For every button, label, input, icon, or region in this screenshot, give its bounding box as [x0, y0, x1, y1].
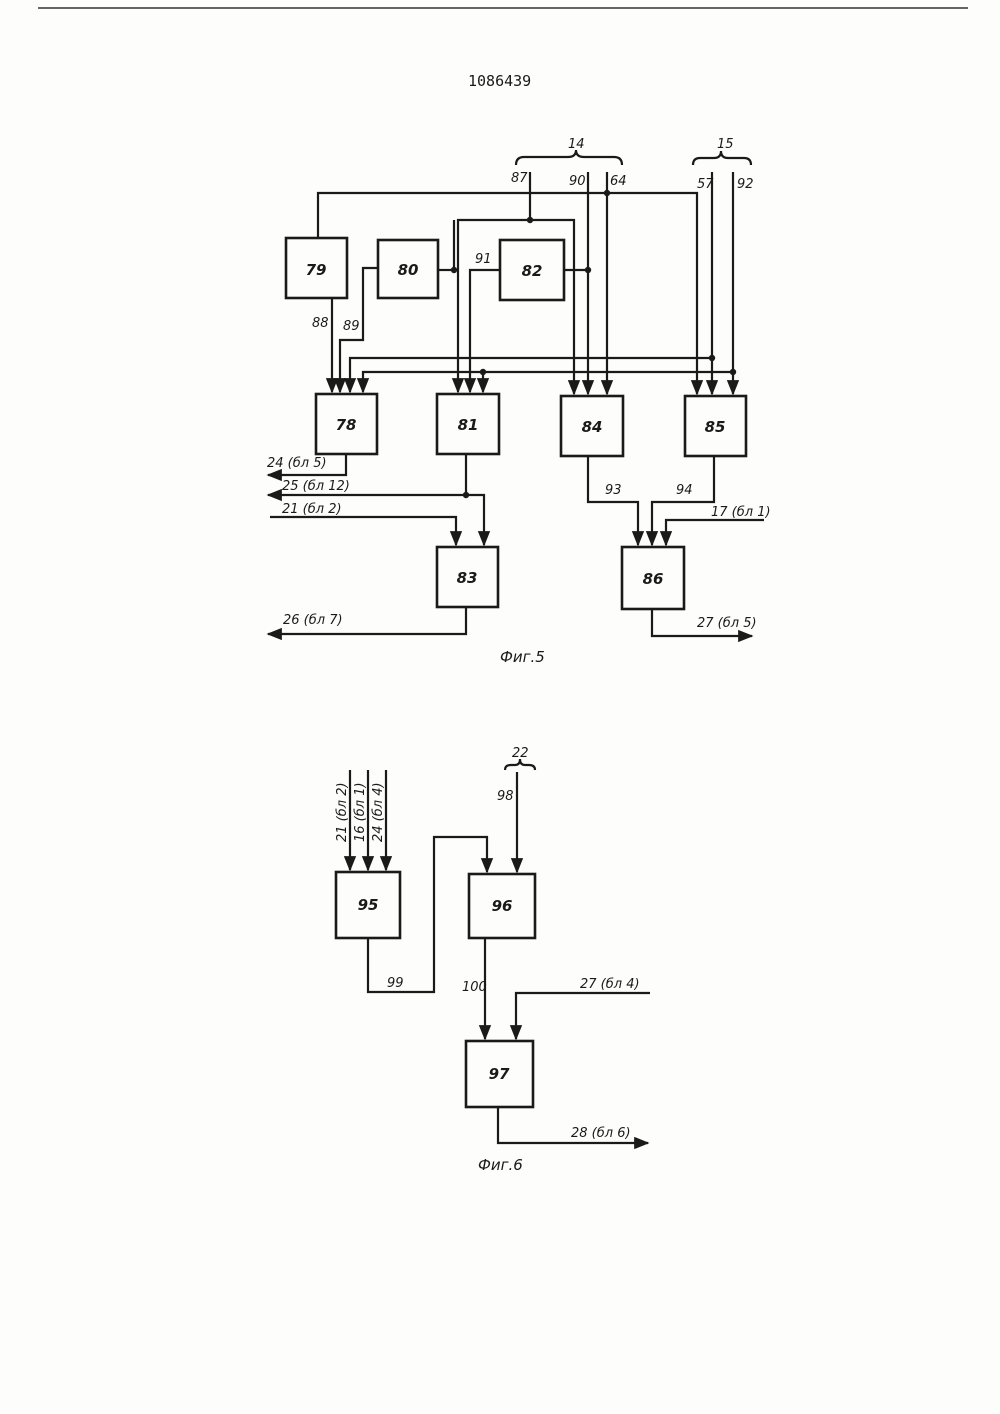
signal-89-label: 89: [343, 319, 360, 334]
input-21-label: 21 (бл 2): [335, 782, 350, 842]
wire-93: [588, 456, 638, 545]
figure-5-caption: Фиг.5: [500, 648, 545, 666]
block-78-label: 78: [336, 416, 357, 434]
input-17-label: 17 (бл 1): [711, 505, 771, 520]
output-26-label: 26 (бл 7): [283, 613, 343, 628]
block-95-label: 95: [358, 896, 379, 914]
output-28-label: 28 (бл 6): [571, 1126, 631, 1141]
signal-100-label: 100: [462, 980, 487, 995]
wire-27-in: [516, 993, 650, 1039]
figure-6: 22 95 96 97 21 (бл 2) 16 (бл 1) 24 (бл 4…: [335, 746, 650, 1174]
output-25-label: 25 (бл 12): [282, 479, 350, 494]
input-21-label: 21 (бл 2): [282, 502, 342, 517]
signal-90-label: 90: [569, 174, 586, 189]
block-97-label: 97: [489, 1065, 510, 1083]
block-83-label: 83: [457, 569, 478, 587]
wire-92-to-78: [363, 372, 733, 392]
bus-15-brace: [693, 151, 751, 165]
bus-14-label: 14: [568, 137, 585, 152]
wire-87-to-81: [458, 220, 530, 392]
block-79-label: 79: [306, 261, 327, 279]
signal-94-label: 94: [676, 483, 693, 498]
wire-81-to-83: [466, 495, 484, 545]
signal-93-label: 93: [605, 483, 622, 498]
wire-87-to-84: [530, 220, 574, 394]
block-80-label: 80: [398, 261, 419, 279]
input-27-label: 27 (бл 4): [580, 977, 640, 992]
wire-79-to-85: [318, 193, 697, 394]
signal-88-label: 88: [312, 316, 329, 331]
signal-87-label: 87: [511, 171, 528, 186]
figure-6-caption: Фиг.6: [478, 1156, 523, 1174]
block-86-label: 86: [643, 570, 664, 588]
signal-98-label: 98: [497, 789, 514, 804]
wire-17-in: [666, 520, 764, 545]
bus-15-label: 15: [717, 137, 734, 152]
block-84-label: 84: [582, 418, 603, 436]
figure-5: 14 15 87 90 64 57 92 79 80 82 78 81 84 8…: [267, 137, 771, 666]
signal-99-label: 99: [387, 976, 404, 991]
wire-94: [652, 456, 714, 545]
signal-92-label: 92: [737, 177, 754, 192]
output-27-label: 27 (бл 5): [697, 616, 757, 631]
block-96-label: 96: [492, 897, 513, 915]
signal-64-label: 64: [610, 174, 627, 189]
wire-57-to-78: [350, 358, 712, 392]
bus-14-brace: [516, 150, 622, 165]
input-16-label: 16 (бл 1): [353, 782, 368, 842]
block-81-label: 81: [458, 416, 479, 434]
wire-21-in: [270, 517, 456, 545]
input-24-label: 24 (бл 4): [371, 782, 386, 842]
bus-22-label: 22: [512, 746, 529, 761]
block-85-label: 85: [705, 418, 726, 436]
signal-91-label: 91: [475, 252, 492, 267]
output-24-label: 24 (бл 5): [267, 456, 327, 471]
block-82-label: 82: [522, 262, 543, 280]
patent-number: 1086439: [468, 72, 531, 90]
